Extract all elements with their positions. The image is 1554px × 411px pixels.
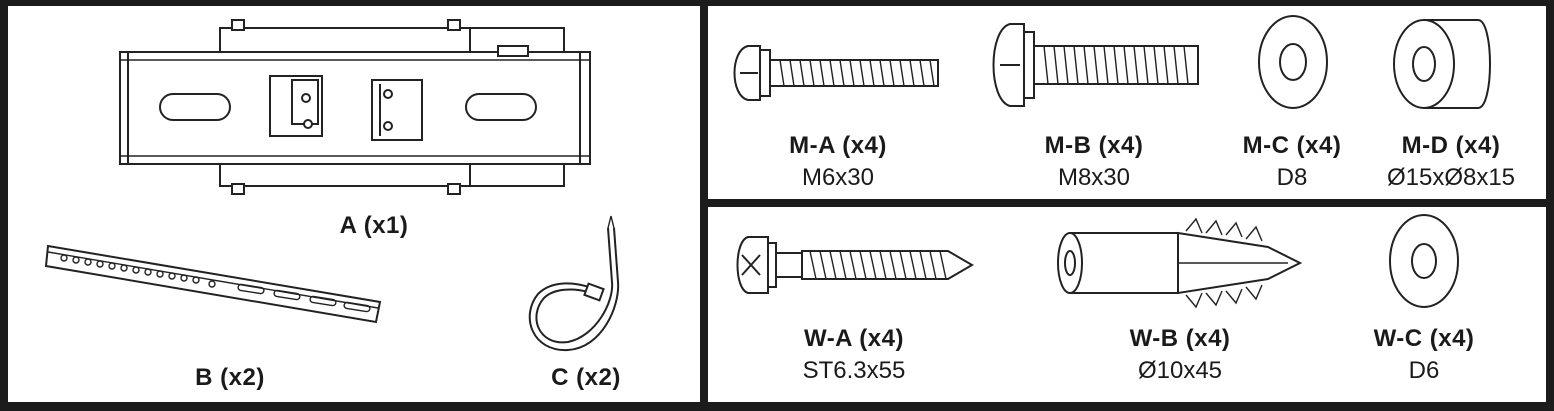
washer-d8-icon — [1258, 15, 1328, 109]
screw-m6-icon — [733, 45, 939, 101]
bracket-arm-icon — [44, 244, 382, 324]
wall-anchor-icon — [1057, 217, 1303, 309]
part-b-label: B (x2) — [195, 364, 265, 391]
w-b-label: W-B (x4) — [1129, 325, 1231, 352]
spacer-icon — [1393, 19, 1491, 109]
washer-d6-icon — [1389, 214, 1459, 308]
m-b-spec: M8x30 — [1057, 164, 1131, 191]
panel-mounting-parts: A (x1) B (x2) C (x2) — [8, 6, 700, 402]
panel-wall-hardware: W-A (x4) ST6.3x55 W-B (x4) Ø10x45 W-C (x… — [708, 207, 1546, 402]
cable-tie-icon — [528, 215, 620, 352]
m-a-label: M-A (x4) — [789, 132, 887, 159]
m-a-spec: M6x30 — [801, 164, 875, 191]
screw-m8-icon — [992, 23, 1199, 107]
w-c-spec: D6 — [1408, 357, 1440, 384]
wall-plate-icon — [119, 19, 591, 195]
m-d-label: M-D (x4) — [1401, 132, 1501, 159]
m-b-label: M-B (x4) — [1044, 132, 1144, 159]
w-a-spec: ST6.3x55 — [802, 357, 906, 384]
part-a-label: A (x1) — [339, 212, 409, 239]
m-d-spec: Ø15xØ8x15 — [1386, 164, 1516, 191]
w-c-label: W-C (x4) — [1373, 325, 1475, 352]
w-a-label: W-A (x4) — [804, 325, 904, 352]
panel-monitor-screws: M-A (x4) M6x30 M-B (x4) M8x30 M-C (x4) D… — [708, 6, 1546, 199]
lag-bolt-icon — [736, 236, 974, 294]
part-c-label: C (x2) — [551, 364, 621, 391]
w-b-spec: Ø10x45 — [1137, 357, 1223, 384]
m-c-spec: D8 — [1276, 164, 1308, 191]
m-c-label: M-C (x4) — [1242, 132, 1342, 159]
